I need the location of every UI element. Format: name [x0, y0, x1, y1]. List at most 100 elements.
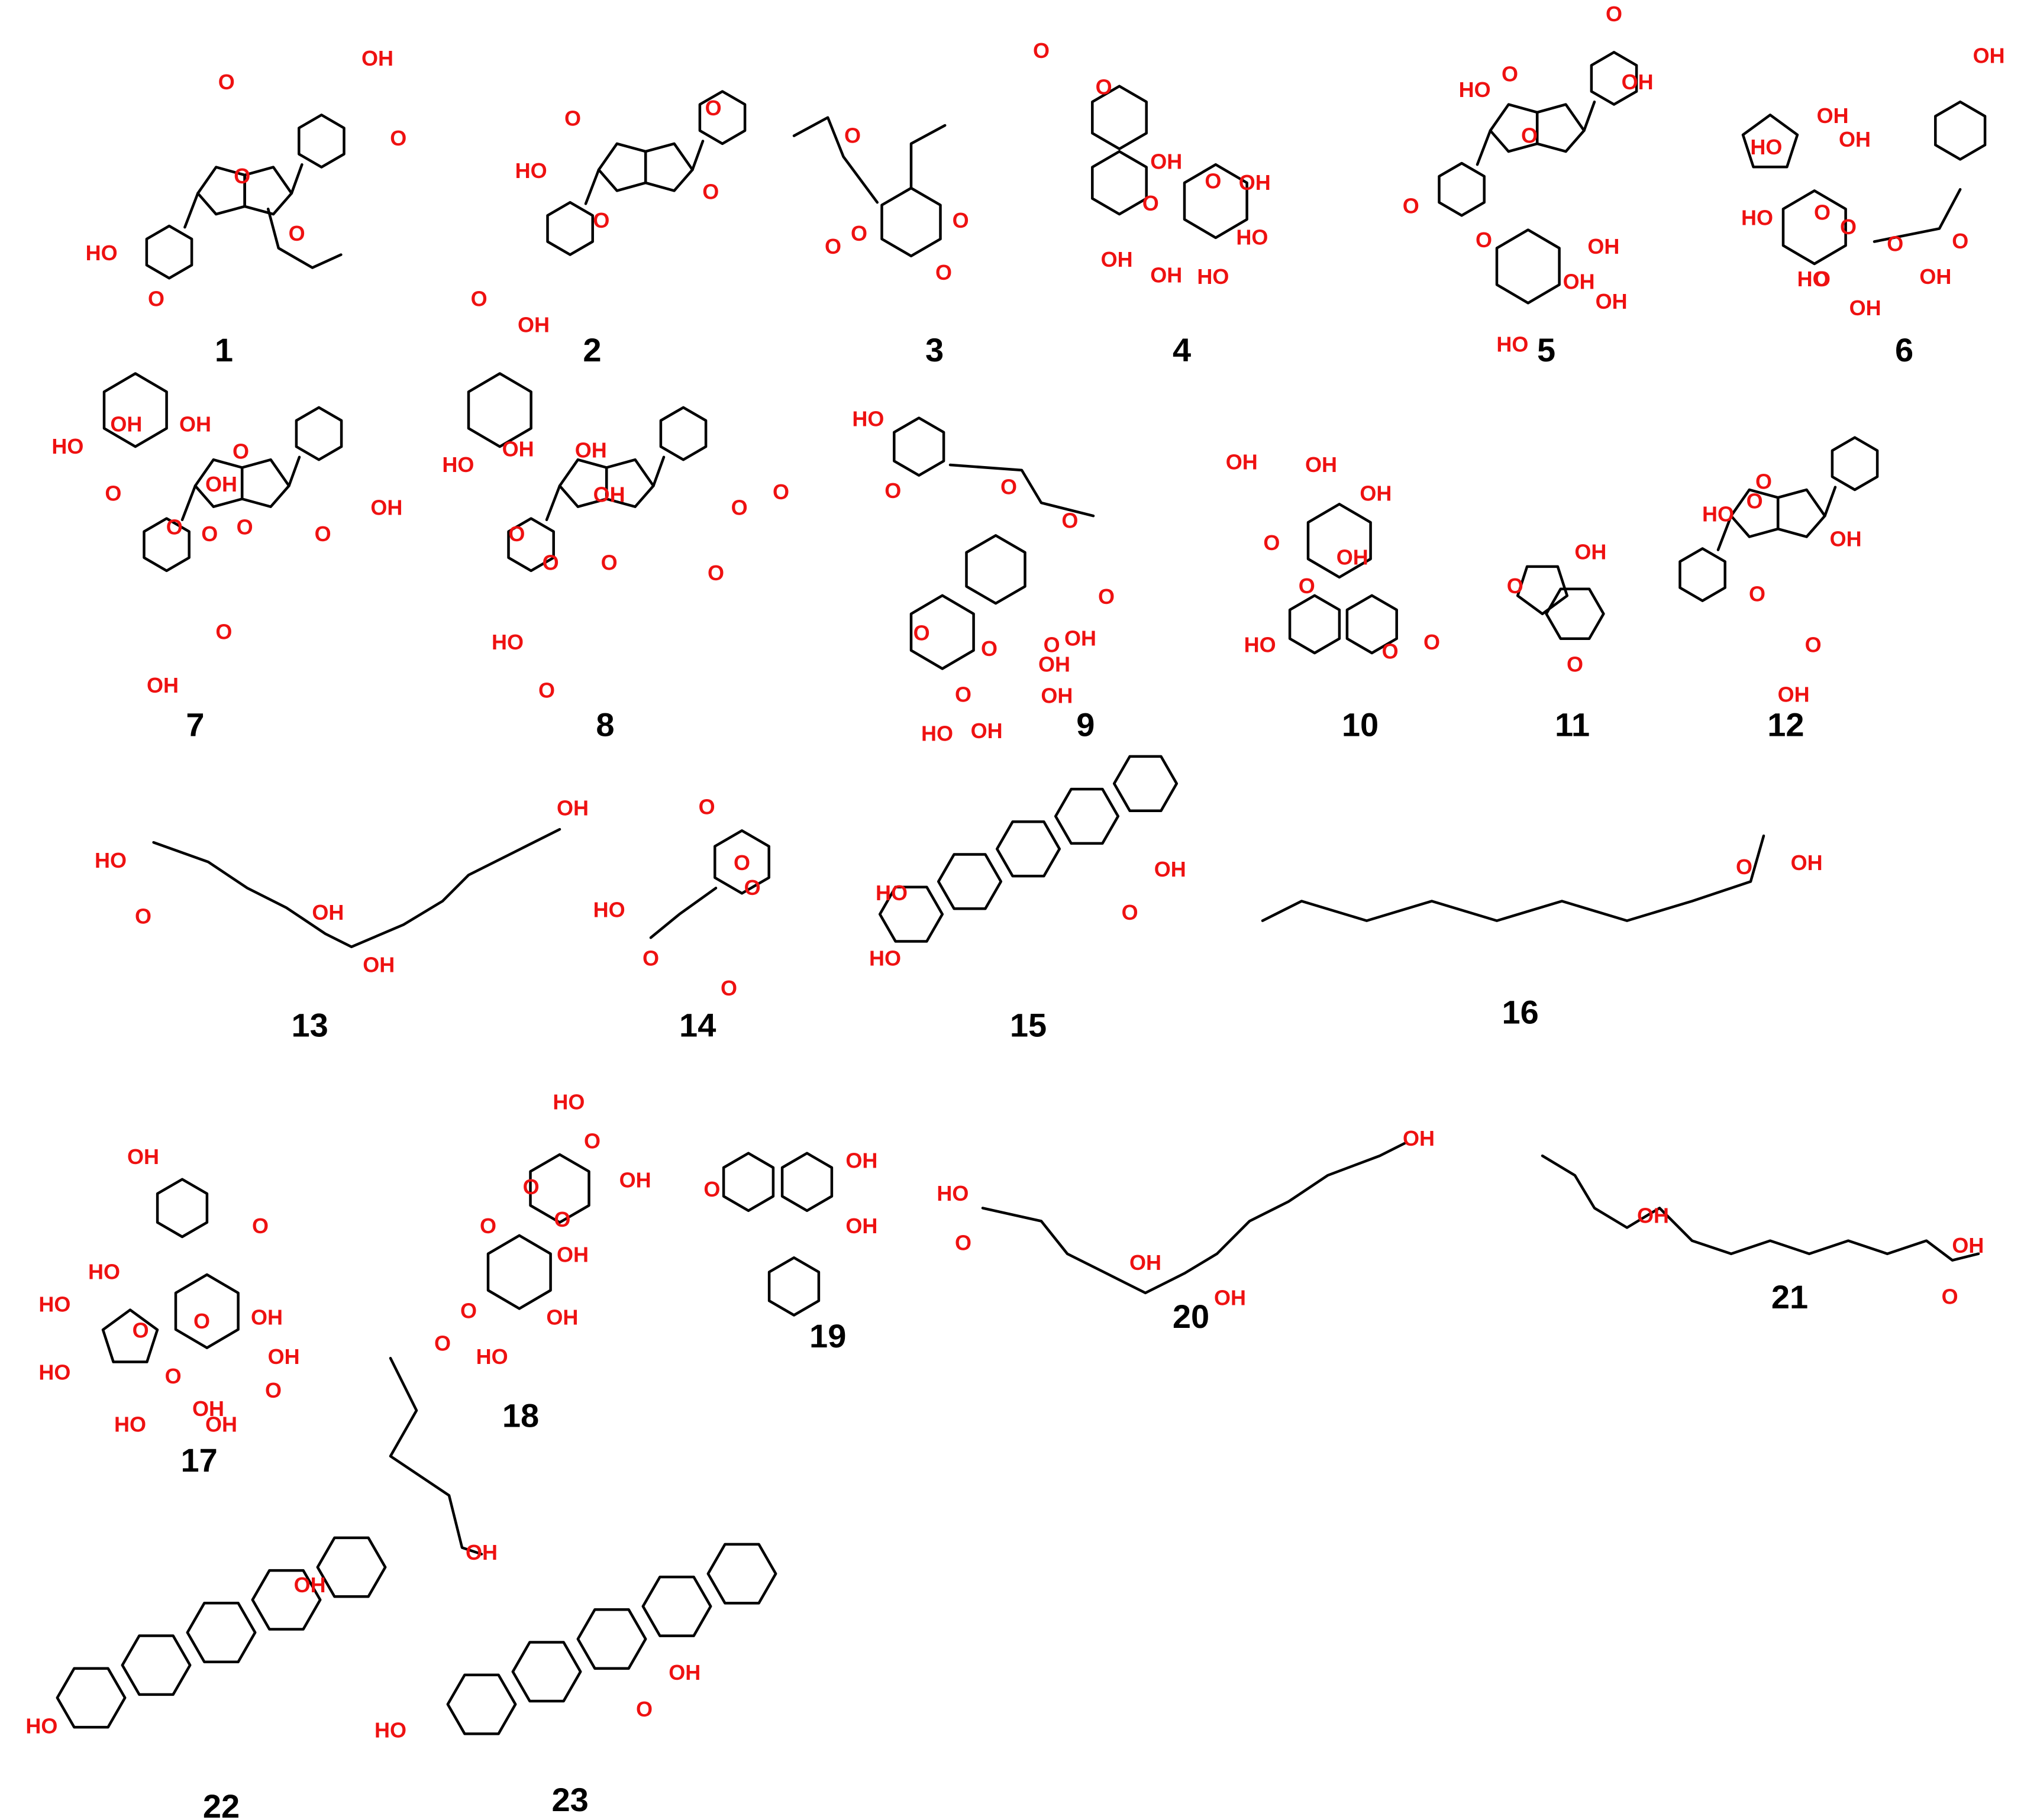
atom-label-18-5: O: [480, 1214, 496, 1238]
ring-8-ar2: [507, 517, 555, 573]
ring-9-pyr: [909, 594, 975, 670]
atom-label-18-3: OH: [619, 1168, 651, 1192]
atom-label-14-3: O: [744, 875, 761, 900]
atom-label-12-2: HO: [1702, 502, 1734, 526]
atom-label-8-2: OH: [502, 437, 534, 461]
atom-label-17-14: OH: [205, 1412, 237, 1437]
atom-label-5-2: O: [1502, 62, 1518, 86]
atom-label-10-9: O: [1423, 630, 1440, 654]
atom-label-10-2: OH: [1305, 452, 1337, 477]
ring-9-pyr: [965, 534, 1026, 605]
ring-6-pyr: [1781, 189, 1847, 266]
bond-12-l2: [1716, 514, 1733, 551]
ring-22-b: [121, 1634, 192, 1696]
ring-15-d: [1054, 787, 1120, 845]
compound-label-12: 12: [1767, 706, 1804, 743]
atom-label-8-9: O: [731, 496, 748, 520]
atom-label-13-4: OH: [312, 900, 344, 924]
atom-label-17-3: HO: [88, 1259, 120, 1284]
ring-6-fur: [1741, 114, 1799, 169]
atom-label-23-3: HO: [375, 1718, 406, 1742]
ring-19-ph: [767, 1256, 821, 1317]
compound-label-14: 14: [679, 1006, 716, 1043]
atom-label-3-4: O: [953, 208, 969, 232]
bond-2-l1: [691, 140, 705, 172]
atom-label-17-11: HO: [114, 1412, 146, 1437]
atom-label-13-2: HO: [95, 848, 127, 872]
atom-label-18-1: HO: [553, 1090, 585, 1114]
ring-4-cou-b: [1091, 150, 1148, 216]
atom-label-6-2: HO: [1750, 135, 1782, 159]
bond-7-l1: [288, 455, 301, 487]
atom-label-7-13: OH: [147, 673, 179, 697]
atom-label-4-7: OH: [1101, 247, 1133, 271]
ring-19-a: [722, 1152, 775, 1213]
ring-12-ar1: [1831, 436, 1879, 492]
atom-label-14-2: O: [734, 851, 750, 875]
ring-5-ar2: [1438, 161, 1486, 217]
ring-17-pyr: [174, 1273, 240, 1349]
atom-label-16-1: OH: [1791, 851, 1823, 875]
atom-label-5-9: OH: [1596, 289, 1628, 313]
ring-7-b: [240, 458, 290, 508]
atom-label-1-6: HO: [86, 241, 118, 265]
atom-label-14-1: O: [699, 794, 715, 819]
atom-label-1-4: O: [234, 164, 250, 188]
compound-label-19: 19: [809, 1317, 846, 1355]
compound-label-3: 3: [925, 331, 944, 368]
atom-label-11-1: OH: [1574, 540, 1606, 564]
atom-label-2-5: O: [702, 179, 719, 203]
atom-label-1-3: O: [218, 70, 235, 94]
atom-label-12-5: O: [1749, 581, 1765, 606]
atom-label-1-5: O: [289, 221, 305, 245]
ring-3-pyr: [880, 186, 942, 258]
bond-6-ester: [1873, 188, 1962, 243]
atom-label-10-5: OH: [1337, 545, 1368, 570]
atom-label-9-10: O: [955, 682, 971, 706]
bond-5-l1: [1583, 100, 1596, 132]
atom-label-9-11: OH: [1041, 684, 1073, 708]
atom-label-9-3: O: [1000, 474, 1017, 499]
atom-label-17-12: OH: [192, 1396, 224, 1421]
atom-label-5-4: O: [1606, 2, 1622, 26]
compound-label-4: 4: [1173, 331, 1191, 368]
bond-16-chain: [1261, 834, 1765, 922]
compound-label-2: 2: [583, 331, 601, 368]
bond-lines: [56, 51, 1987, 1735]
atom-label-19-2: O: [703, 1177, 720, 1201]
atom-label-6-4: OH: [1817, 104, 1849, 128]
ring-2-a: [597, 142, 647, 192]
atom-label-4-4: O: [1142, 191, 1159, 215]
ring-5-b: [1535, 103, 1586, 153]
atom-label-5-5: O: [1521, 123, 1538, 147]
atom-label-4-3: OH: [1150, 150, 1182, 174]
ring-11-hex: [1545, 587, 1605, 641]
atom-label-7-9: O: [233, 439, 249, 464]
atom-label-19-1: OH: [845, 1149, 877, 1173]
atom-label-14-6: O: [721, 976, 737, 1000]
atom-label-18-6: O: [554, 1207, 570, 1231]
ring-12-ar2: [1678, 547, 1726, 602]
atom-label-15-1: HO: [876, 881, 908, 905]
atom-label-20-5: OH: [1214, 1286, 1246, 1310]
ring-12-b: [1776, 488, 1826, 538]
atom-label-2-1: HO: [515, 159, 547, 183]
ring-5-pyr: [1495, 228, 1561, 305]
atom-label-8-3: OH: [575, 438, 607, 463]
atom-label-3-3: O: [825, 234, 841, 258]
compound-label-7: 7: [186, 706, 204, 743]
atom-label-18-7: OH: [557, 1243, 589, 1267]
atom-label-18-9: OH: [546, 1305, 578, 1330]
atom-label-9-13: HO: [921, 722, 953, 746]
atom-label-5-6: O: [1403, 194, 1419, 218]
ring-8-ar1: [659, 406, 708, 461]
ring-2-ar2: [546, 201, 594, 256]
atom-label-8-6: O: [543, 550, 559, 574]
compound-label-18: 18: [502, 1397, 539, 1434]
bond-9-ester: [948, 463, 1095, 518]
bond-1-l1: [290, 163, 304, 195]
atom-label-1-1: OH: [361, 46, 393, 70]
bond-13-chain: [152, 827, 561, 949]
atom-label-17-9: O: [193, 1309, 210, 1333]
atom-label-9-4: O: [1061, 509, 1078, 533]
